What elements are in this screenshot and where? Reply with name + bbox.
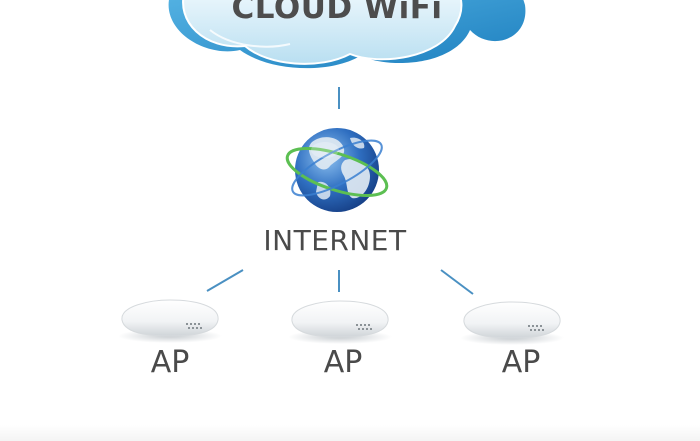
connector-internet-ap3 <box>440 269 474 295</box>
connector-internet-ap1 <box>206 269 244 292</box>
cloud-wifi-label: CLOUD WiFi <box>231 0 443 26</box>
cloud-icon <box>168 0 526 69</box>
globe-icon <box>285 128 389 212</box>
ap-label-2: AP <box>323 345 363 380</box>
access-point-icon-1 <box>118 299 222 343</box>
ap-label-3: AP <box>501 345 541 380</box>
internet-label: INTERNET <box>263 224 407 257</box>
access-point-icon-3 <box>460 301 564 345</box>
bottom-fade <box>0 425 700 441</box>
ap-label-1: AP <box>150 345 190 380</box>
access-point-icon-2 <box>288 300 392 344</box>
